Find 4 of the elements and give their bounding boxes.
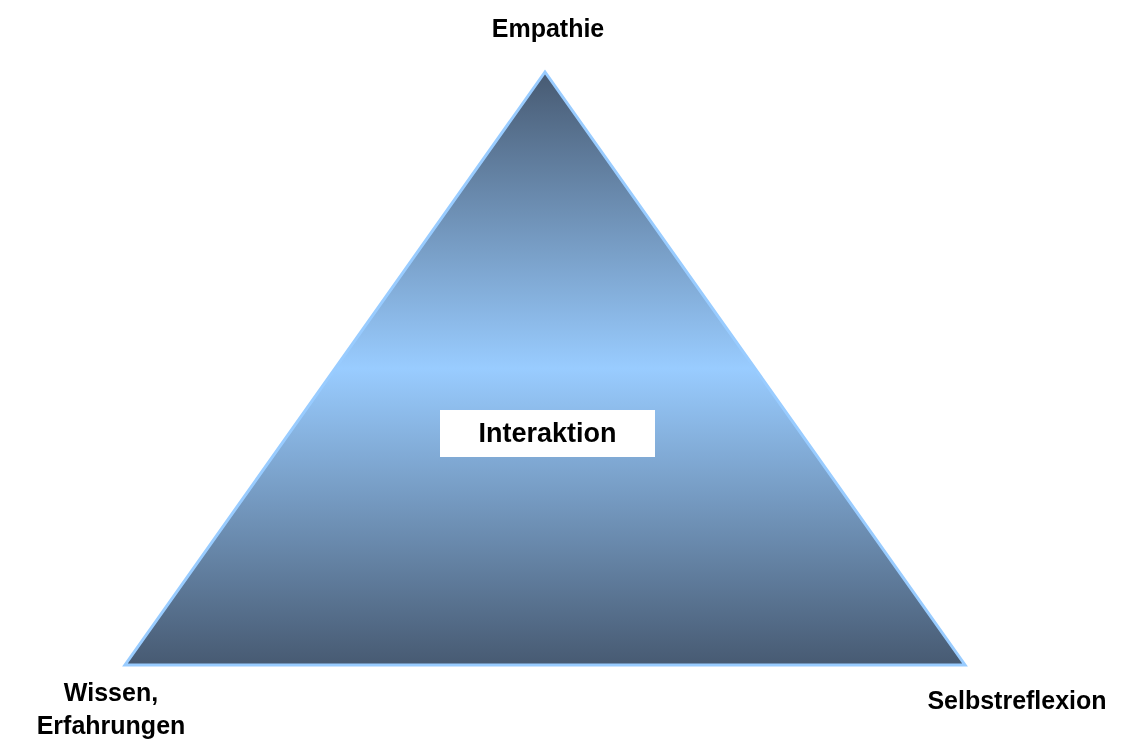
corner-label: Selbstreflexion	[926, 685, 1108, 716]
corner-label: Empathie	[490, 13, 606, 44]
text-box: Interaktion	[440, 410, 655, 457]
corner-label: Wissen, Erfahrungen	[35, 677, 187, 741]
